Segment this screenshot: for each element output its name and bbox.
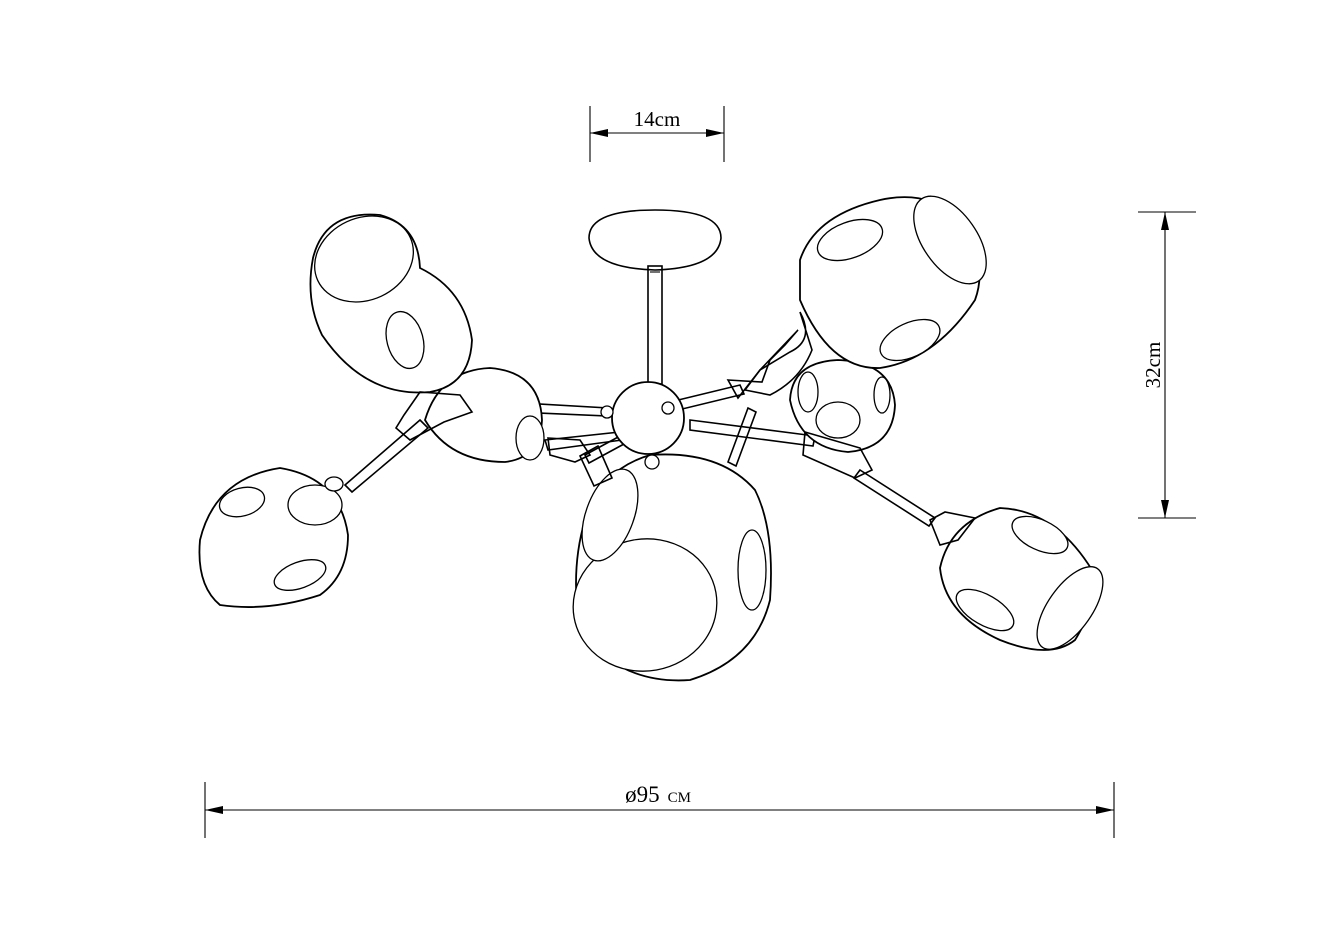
- chandelier-illustration: [198, 195, 1104, 682]
- shade-back-right: [789, 359, 896, 453]
- shade-upper-right: [743, 195, 987, 396]
- ceiling-canopy: [588, 209, 722, 271]
- diameter-label: ø95 CM: [625, 782, 691, 807]
- height-dimension: 32cm: [1138, 211, 1196, 519]
- shade-lower-right: [928, 507, 1104, 651]
- central-hub: [600, 381, 685, 470]
- diameter-dimension: ø95 CM: [204, 782, 1115, 838]
- sockets: [547, 329, 874, 488]
- down-rod: [647, 265, 663, 385]
- canopy-width-label: 14cm: [634, 107, 681, 131]
- shade-front-center: [572, 453, 772, 682]
- shade-lower-left: [198, 467, 349, 608]
- shade-upper-left: [309, 213, 474, 441]
- height-label: 32cm: [1141, 342, 1165, 389]
- diameter-value: ø95: [625, 782, 660, 807]
- diameter-unit: CM: [668, 790, 691, 806]
- canopy-width-dimension: 14cm: [589, 106, 725, 162]
- shade-back-left: [424, 367, 545, 463]
